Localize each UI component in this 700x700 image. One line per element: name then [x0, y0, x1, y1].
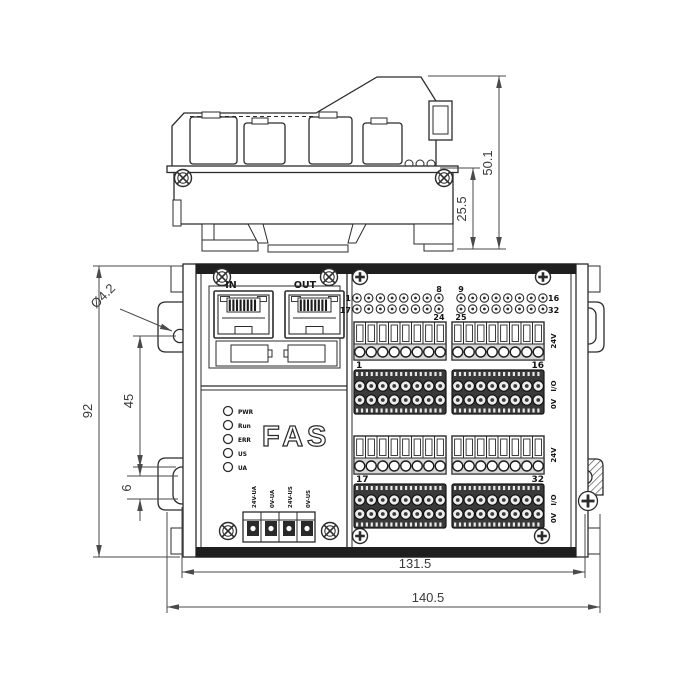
module-bottom-bar — [196, 547, 576, 557]
terminal-num-16: 16 — [531, 361, 544, 371]
label-io-row1: I/O — [550, 380, 558, 391]
rj45-out-port — [283, 289, 346, 340]
screw-io-top-right — [534, 268, 552, 286]
side-dimensions: 50.1 25.5 — [428, 75, 506, 250]
led-num-9: 9 — [458, 285, 464, 294]
terminal-row-1: 1 16 24V I/O 0V — [354, 322, 558, 414]
dim-slot-width: 6 — [119, 484, 134, 491]
terminal-num-32: 32 — [531, 475, 544, 485]
side-din-slider — [172, 199, 182, 227]
terminal-num-17: 17 — [356, 475, 369, 485]
io-section: 1 17 8 9 16 32 24 25 1 16 24V I/O 0V — [340, 268, 560, 545]
side-connector-inner — [432, 105, 449, 135]
terminal-row-2: 17 32 24V I/O 0V — [354, 436, 558, 528]
err-led — [222, 433, 234, 445]
dim-side-total-height: 50.1 — [480, 150, 495, 175]
dim-side-lower-height: 25.5 — [454, 196, 469, 221]
terminal-double-3 — [354, 484, 446, 528]
tab-top-right — [587, 265, 601, 293]
terminal-num-1: 1 — [356, 361, 362, 371]
pwr-led — [222, 405, 234, 417]
label-24v-row2: 24V — [550, 447, 558, 463]
terminal-double-2 — [452, 370, 544, 414]
ua-led-label: UA — [238, 466, 248, 472]
label-window-1 — [230, 344, 269, 363]
led-num-24: 24 — [433, 313, 445, 322]
label-24v-row1: 24V — [550, 333, 558, 349]
dim-overall-width: 140.5 — [412, 590, 445, 605]
label-0v-row2: 0V — [550, 512, 558, 523]
led-num-8: 8 — [436, 285, 442, 294]
pwr-led-label: PWR — [238, 410, 254, 416]
run-led-label: Run — [238, 424, 251, 430]
side-screw-right — [434, 168, 454, 188]
terminal-double-1 — [354, 370, 446, 414]
dim-hole-to-slot: 45 — [121, 394, 136, 408]
power-label-3: 24V-US — [288, 486, 294, 508]
screw-io-bottom-right — [533, 527, 551, 545]
tab-bottom-left — [170, 527, 184, 555]
screw-io-top-left — [351, 268, 369, 286]
label-0v-row1: 0V — [550, 398, 558, 409]
side-lower-housing — [173, 172, 454, 225]
label-window-2 — [287, 344, 326, 363]
status-led-panel: PWR Run ERR US UA FAS — [222, 405, 330, 473]
terminal-double-4 — [452, 484, 544, 528]
power-label-4: 0V-US — [306, 490, 312, 508]
led-num-1: 1 — [345, 294, 351, 303]
dim-mounting-width: 131.5 — [399, 556, 432, 571]
err-led-label: ERR — [238, 438, 251, 444]
tab-bottom-right — [587, 527, 601, 555]
io-led-matrix: 1 17 8 9 16 32 24 25 — [340, 285, 560, 322]
led-num-32: 32 — [548, 306, 559, 315]
terminal-single-2 — [452, 322, 544, 360]
terminal-single-3 — [354, 436, 446, 474]
power-terminal-area: 24V-UA 0V-UA 24V-US 0V-US — [218, 485, 340, 543]
module-top-bar — [196, 264, 576, 274]
run-led — [222, 419, 234, 431]
led-num-16: 16 — [548, 294, 560, 303]
side-screw-left — [173, 168, 193, 188]
led-num-17: 17 — [340, 306, 351, 315]
terminal-single-4 — [452, 436, 544, 474]
screw-io-bottom-left — [351, 527, 369, 545]
side-din-foot — [201, 223, 454, 253]
label-io-row2: I/O — [550, 494, 558, 505]
power-label-1: 24V-UA — [252, 485, 258, 508]
rj45-in-port — [212, 289, 275, 340]
ground-screw — [577, 490, 599, 512]
terminal-single-1 — [354, 322, 446, 360]
screw-top-left-2 — [319, 267, 339, 287]
front-view: IN OUT PWR Run ERR US UA FAS — [80, 263, 605, 613]
brand-logo: FAS — [262, 421, 330, 453]
dim-hole-diameter: Ø4.2 — [88, 281, 119, 312]
us-led — [222, 447, 234, 459]
front-dimensions: 92 45 6 Ø4.2 131.5 140.5 — [80, 265, 601, 613]
us-led-label: US — [238, 452, 247, 458]
dim-height: 92 — [80, 404, 95, 418]
side-view: 50.1 25.5 — [166, 75, 506, 253]
screw-bottom-left-2 — [320, 521, 340, 541]
side-mounting-band — [166, 165, 459, 174]
power-label-2: 0V-UA — [270, 489, 276, 508]
power-terminal-clamps — [247, 521, 313, 536]
network-section: IN OUT — [201, 267, 347, 391]
side-terminal-blocks — [189, 111, 403, 165]
ua-led — [222, 461, 234, 473]
tab-top-left — [170, 265, 184, 293]
screw-bottom-left-1 — [218, 521, 238, 541]
led-num-25: 25 — [455, 313, 467, 322]
